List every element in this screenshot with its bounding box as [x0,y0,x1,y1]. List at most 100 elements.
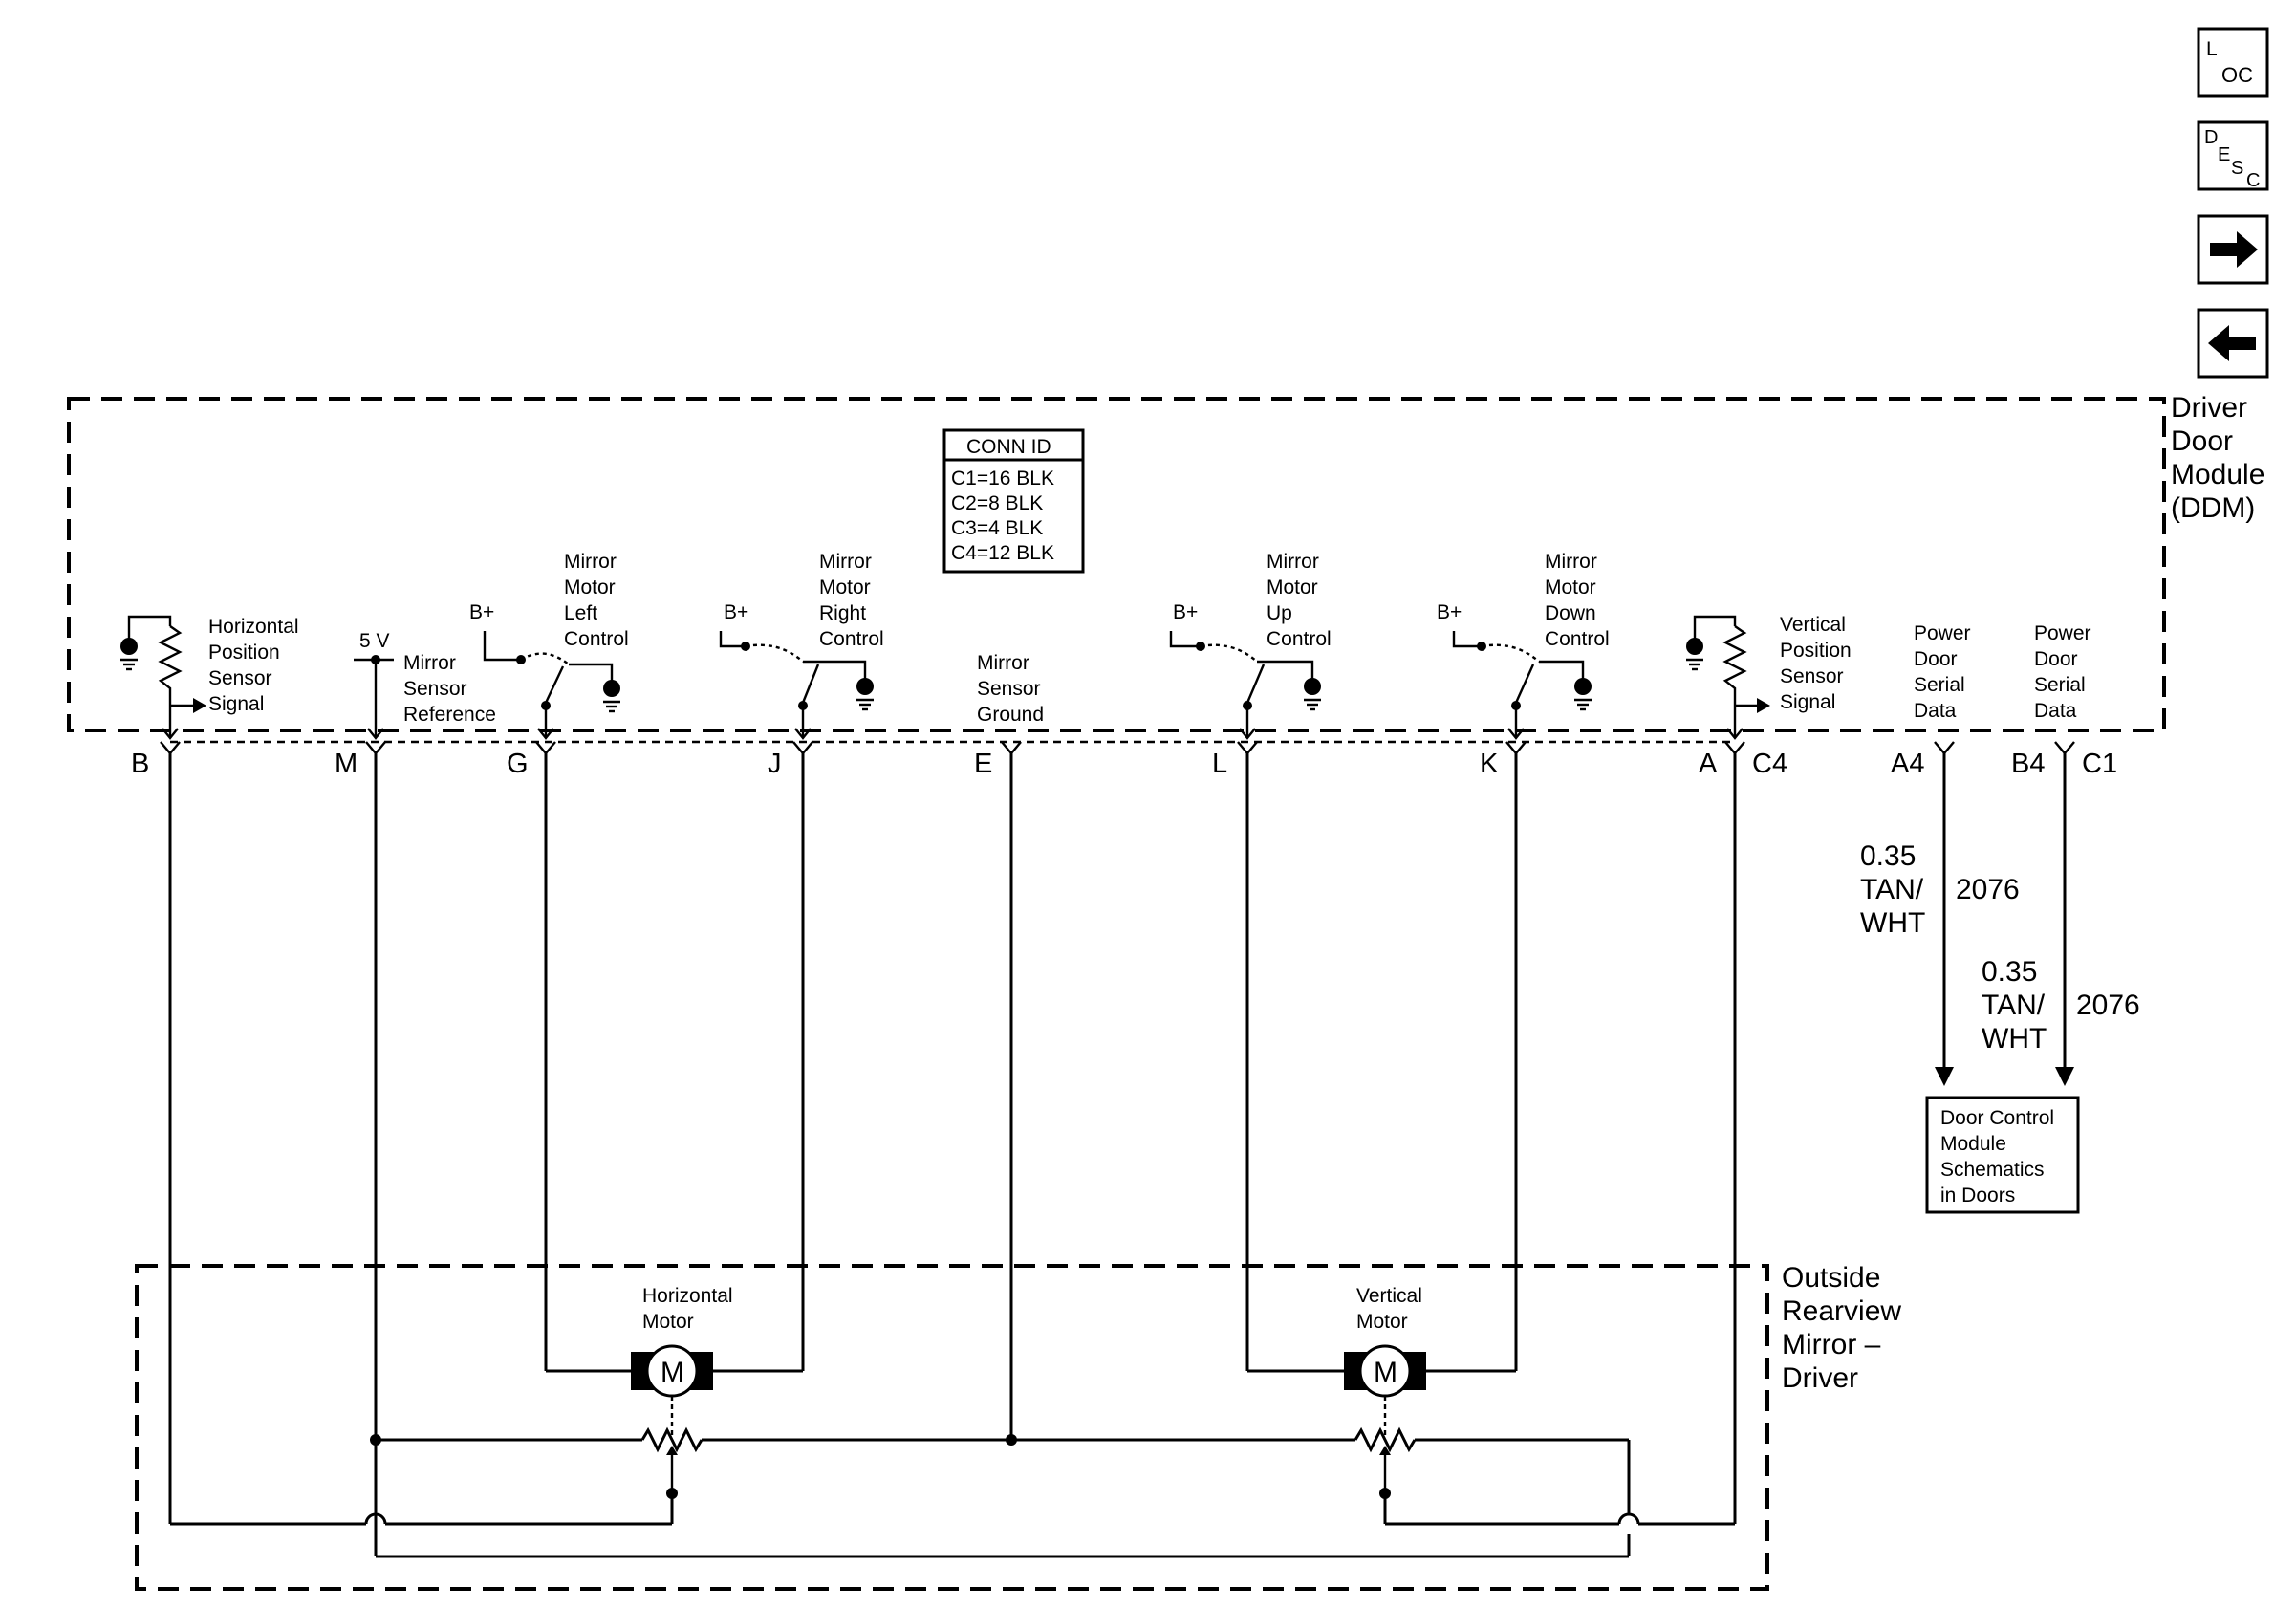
svg-text:Vertical: Vertical [1780,614,1846,636]
svg-text:Control: Control [1545,628,1610,650]
svg-text:2076: 2076 [1956,874,2020,905]
left-control-switch [483,631,620,740]
conn-id-table: CONN ID C1=16 BLK C2=8 BLK C3=4 BLK C4=1… [942,428,1085,574]
pin-label: B4 [2011,749,2045,779]
svg-text:Driver: Driver [2171,392,2247,424]
svg-text:in Doors: in Doors [1940,1185,2015,1207]
vertical-motor: M [1247,1344,1516,1436]
horizontal-motor: M [546,1344,803,1436]
svg-text:Ground: Ground [977,704,1044,726]
svg-text:TAN/: TAN/ [1982,990,2046,1021]
svg-text:Down: Down [1545,602,1596,624]
svg-text:Sensor: Sensor [1780,665,1844,687]
svg-text:Mirror: Mirror [403,652,456,674]
svg-text:Outside: Outside [1782,1262,1880,1294]
svg-text:Motor: Motor [1356,1311,1408,1333]
desc-button-d: D [2204,127,2218,148]
motor-symbol: M [1374,1357,1397,1388]
connector-label: C1 [2082,749,2117,779]
desc-button-c: C [2246,170,2260,191]
svg-text:Serial: Serial [1914,674,1965,696]
vertical-sensor-symbol [1686,615,1770,740]
svg-text:Motor: Motor [642,1311,694,1333]
svg-text:Data: Data [2034,700,2077,722]
up-control-switch [1169,631,1321,740]
desc-button-e: E [2218,144,2230,165]
pin-label: J [768,749,782,779]
five-volt-label: 5 V [359,630,390,652]
svg-text:Rearview: Rearview [1782,1295,1901,1327]
svg-text:Sensor: Sensor [208,667,272,689]
svg-text:Vertical: Vertical [1356,1285,1422,1307]
svg-text:Mirror –: Mirror – [1782,1329,1881,1360]
wire-spec-label-2: 0.35 TAN/ WHT 2076 [1982,956,2140,1055]
svg-text:Door Control: Door Control [1940,1107,2054,1129]
svg-text:Control: Control [1267,628,1332,650]
next-page-button[interactable] [2197,214,2269,285]
desc-button[interactable]: D E S C [2197,120,2269,191]
svg-text:Motor: Motor [564,577,616,598]
conn-id-row: C3=4 BLK [951,517,1043,539]
svg-text:Driver: Driver [1782,1362,1858,1394]
arrow-left-icon [2208,325,2256,361]
svg-text:Right: Right [819,602,866,624]
svg-text:Left: Left [564,602,597,624]
previous-page-button[interactable] [2197,308,2269,379]
svg-text:WHT: WHT [1982,1023,2047,1055]
b-plus-label: B+ [469,601,494,623]
svg-text:Sensor: Sensor [403,678,467,700]
svg-text:Control: Control [819,628,884,650]
svg-text:Door: Door [2034,648,2078,670]
mirror-sensor-reference-label: Mirror Sensor Reference [403,652,496,726]
door-control-module-reference[interactable]: Door Control Module Schematics in Doors [1925,1096,2080,1214]
svg-text:Mirror: Mirror [819,551,872,573]
right-control-label: Mirror Motor Right Control [819,551,884,650]
motor-symbol: M [661,1357,684,1388]
b-plus-label: B+ [1173,601,1198,623]
mirror-label: Outside Rearview Mirror – Driver [1782,1262,1901,1394]
ddm-label: Driver Door Module (DDM) [2171,392,2264,524]
pin-label: A4 [1891,749,1924,779]
svg-text:Mirror: Mirror [564,551,617,573]
power-door-serial-data-label-2: Power Door Serial Data [2034,622,2091,722]
vertical-motor-label: Vertical Motor [1356,1285,1422,1333]
conn-id-row: C2=8 BLK [951,492,1043,514]
desc-button-s: S [2231,158,2243,179]
svg-text:Reference: Reference [403,704,496,726]
svg-text:Mirror: Mirror [977,652,1029,674]
pin-label: A [1699,749,1718,779]
serial-data-wires [1935,753,2074,1086]
svg-text:Mirror: Mirror [1545,551,1597,573]
pin-label: G [507,749,529,779]
svg-text:Motor: Motor [1545,577,1596,598]
up-control-label: Mirror Motor Up Control [1267,551,1332,650]
svg-text:Schematics: Schematics [1940,1159,2045,1181]
svg-text:Position: Position [1780,640,1852,662]
svg-text:Power: Power [2034,622,2091,644]
svg-text:Module: Module [1940,1133,2006,1155]
loc-button-top: L [2206,38,2218,60]
arrow-right-icon [2210,231,2258,268]
ddm-outline [67,397,2166,732]
conn-id-row: C4=12 BLK [951,542,1054,564]
svg-text:Position: Position [208,642,280,664]
pin-label: K [1480,749,1499,779]
right-control-switch [719,631,874,740]
horizontal-position-sensor-label: Horizontal Position Sensor Signal [208,616,299,715]
svg-text:TAN/: TAN/ [1860,874,1924,905]
svg-text:(DDM): (DDM) [2171,492,2255,524]
svg-text:Horizontal: Horizontal [208,616,299,638]
position-sensor-network [170,1426,1735,1558]
svg-text:Door: Door [2171,425,2233,457]
loc-button[interactable]: L OC [2197,27,2269,98]
horizontal-motor-label: Horizontal Motor [642,1285,733,1333]
pin-label: M [335,749,357,779]
conn-id-row: C1=16 BLK [951,468,1054,490]
svg-text:Module: Module [2171,459,2264,490]
down-control-label: Mirror Motor Down Control [1545,551,1610,650]
pin-label: B [131,749,149,779]
svg-text:Signal: Signal [208,693,264,715]
svg-text:Data: Data [1914,700,1957,722]
wire-spec-label-1: 0.35 TAN/ WHT 2076 [1860,840,2020,939]
svg-text:Signal: Signal [1780,691,1835,713]
